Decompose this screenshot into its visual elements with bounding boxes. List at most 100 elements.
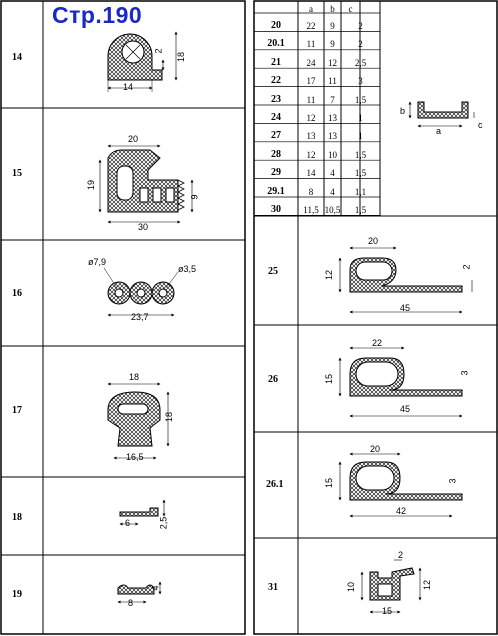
table-cell-c: 2,5 — [354, 57, 367, 68]
row-number-16: 16 — [12, 288, 22, 299]
row-number-26: 26 — [268, 374, 278, 385]
dim-31-top: 2 — [398, 550, 404, 560]
table-row-num: 24 — [271, 112, 281, 123]
dim-18-w: 6 — [125, 518, 131, 528]
dim-16-d1: ø7,9 — [88, 257, 107, 267]
dim-16-w: 23,7 — [131, 312, 149, 322]
dim-25-c: 2 — [461, 264, 472, 270]
abc-label-b: b — [400, 106, 406, 116]
profile-16-drawing — [103, 267, 179, 317]
table-cell-c: 1 — [358, 131, 363, 142]
profile-26-1-drawing — [338, 452, 463, 518]
dim-14-h: 18 — [176, 51, 187, 63]
profile-31-drawing — [360, 559, 422, 614]
table-cell-b: 11 — [328, 76, 337, 87]
table-cell-a: 12 — [306, 149, 316, 160]
table-row-num: 20.1 — [267, 38, 285, 50]
dim-17-top: 18 — [129, 372, 140, 382]
dim-26-1-h: 15 — [324, 477, 335, 489]
abc-label-a: a — [436, 126, 442, 136]
row-number-17: 17 — [12, 405, 22, 416]
profile-25-drawing — [338, 246, 473, 314]
table-cell-b: 13 — [328, 131, 337, 142]
table-cell-c: 1,5 — [354, 205, 367, 215]
row-number-31: 31 — [268, 582, 278, 593]
table-row-num: 30 — [271, 204, 281, 215]
table-cell-b: 10,5 — [324, 205, 341, 215]
dim-18-h: 2,5 — [158, 516, 169, 530]
dim-15-h: 19 — [86, 179, 97, 191]
left-table-grid — [0, 0, 246, 635]
table-cell-a: 8 — [308, 186, 314, 197]
table-cell-a: 11,5 — [303, 205, 319, 215]
row-number-15: 15 — [12, 168, 22, 179]
table-row-num: 22 — [271, 75, 281, 87]
row-number-18: 18 — [12, 512, 22, 523]
table-row-num: 21 — [271, 56, 281, 68]
table-cell-c: 2 — [358, 21, 363, 31]
abc-profile-drawing — [408, 101, 475, 128]
dim-14-w: 14 — [123, 82, 134, 92]
table-cell-b: 12 — [328, 57, 337, 68]
table-row-num: 20 — [271, 20, 281, 31]
table-header-a: a — [309, 4, 313, 14]
table-cell-b: 4 — [330, 186, 335, 197]
table-cell-c: 1,5 — [354, 168, 367, 179]
dim-17-w: 16,5 — [126, 452, 144, 462]
table-cell-c: 1 — [358, 113, 363, 123]
dim-26-h: 15 — [324, 373, 335, 385]
table-cell-a: 24 — [306, 57, 316, 68]
row-number-19: 19 — [12, 589, 22, 600]
abc-label-c: c — [478, 120, 483, 130]
page-title: Стр.190 — [52, 2, 143, 28]
dim-25-w: 45 — [400, 303, 411, 313]
table-cell-b: 9 — [330, 21, 335, 31]
dim-15-w: 30 — [138, 222, 149, 232]
table-cell-a: 14 — [306, 168, 316, 179]
dim-25-top: 20 — [368, 236, 379, 246]
table-cell-a: 11 — [306, 39, 316, 50]
dim-31-w: 15 — [382, 606, 393, 616]
dim-16-d2: ø3,5 — [178, 264, 197, 274]
table-row-num: 28 — [271, 148, 281, 160]
table-header-c: c — [348, 4, 353, 14]
dim-26-c: 3 — [459, 370, 470, 376]
table-cell-c: 1,1 — [354, 186, 367, 197]
profile-17-drawing — [107, 382, 170, 460]
table-cell-a: 12 — [306, 113, 316, 123]
profile-18-drawing — [119, 499, 166, 526]
dim-26-w: 45 — [400, 404, 411, 414]
param-table-lines — [254, 12, 380, 216]
table-row-num: 29 — [271, 167, 281, 179]
dim-15-r: 9 — [189, 194, 200, 200]
dim-26-1-w: 42 — [396, 506, 407, 516]
table-cell-b: 9 — [330, 39, 335, 50]
dim-19-h: 4 — [150, 585, 161, 591]
dim-17-h: 18 — [164, 411, 175, 423]
table-cell-a: 17 — [306, 76, 316, 87]
dim-25-h: 12 — [324, 269, 335, 281]
table-cell-a: 22 — [306, 21, 316, 31]
row-number-26-1: 26.1 — [266, 479, 284, 490]
dim-26-top: 22 — [372, 338, 383, 348]
dim-31-h2: 12 — [422, 579, 433, 591]
table-header-b: b — [330, 4, 335, 14]
dim-19-w: 8 — [128, 598, 134, 608]
table-cell-c: 1,5 — [354, 94, 367, 105]
table-cell-c: 3 — [358, 76, 363, 87]
table-row-num: 27 — [271, 130, 281, 142]
table-cell-b: 7 — [330, 94, 335, 105]
table-cell-b: 4 — [330, 168, 335, 179]
dim-26-1-c: 3 — [447, 478, 458, 484]
profile-15-drawing — [98, 144, 194, 224]
dim-15-top: 20 — [128, 134, 139, 144]
table-cell-c: 1,5 — [354, 149, 367, 160]
table-row-num: 29.1 — [267, 185, 285, 197]
right-table-grid — [253, 0, 498, 635]
dim-14-c: 2 — [153, 48, 164, 54]
table-cell-a: 13 — [306, 131, 316, 142]
table-cell-b: 10 — [328, 149, 337, 160]
table-row-num: 23 — [271, 93, 281, 105]
dim-26-1-top: 20 — [370, 444, 381, 454]
profile-26-drawing — [338, 346, 463, 418]
